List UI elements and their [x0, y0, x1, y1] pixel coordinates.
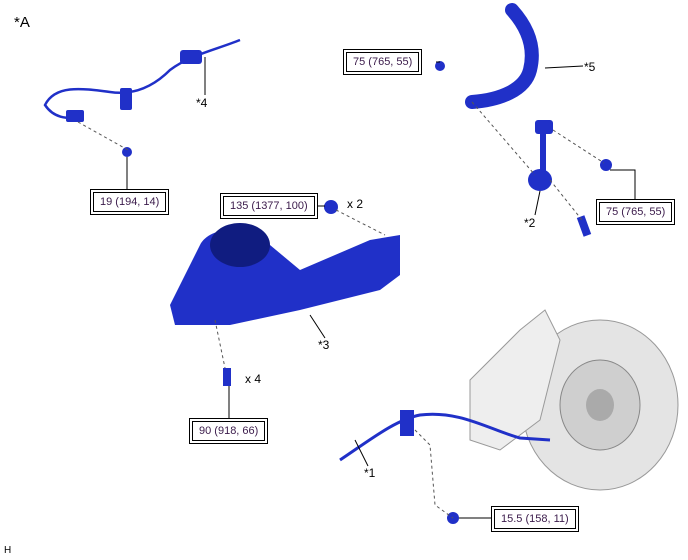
torque-value: 90 (918, 66)	[192, 421, 266, 441]
torque-value: 19 (194, 14)	[93, 192, 167, 212]
harness-bracket	[400, 410, 414, 436]
callout-2: *2	[524, 216, 536, 230]
corner-mark: H	[4, 545, 12, 556]
callout-1: *1	[364, 466, 376, 480]
torque-arm-upper-bolt: 135 (1377, 100)	[220, 193, 318, 219]
quantity-x4: x 4	[245, 372, 262, 386]
brake-harness	[339, 412, 551, 462]
guide-lines	[77, 101, 605, 519]
torque-value: 15.5 (158, 11)	[494, 509, 576, 529]
torque-value: 135 (1377, 100)	[223, 196, 315, 216]
axle-hub-and-disc	[469, 309, 679, 491]
quantity-x2: x 2	[347, 197, 364, 211]
stabilizer-bar	[465, 3, 539, 109]
stabilizer-link	[528, 120, 553, 191]
torque-sensor-bolt: 19 (194, 14)	[90, 189, 170, 215]
torque-link-nut: 75 (765, 55)	[596, 199, 676, 225]
torque-arm-lower-bolt: 90 (918, 66)	[189, 418, 269, 444]
leader-lines	[126, 57, 636, 519]
callout-5: *5	[584, 60, 596, 74]
callout-3: *3	[318, 338, 330, 352]
torque-value: 75 (765, 55)	[346, 52, 420, 72]
torque-stabilizer-nut: 75 (765, 55)	[343, 49, 423, 75]
torque-value: 75 (765, 55)	[599, 202, 673, 222]
sensor-clips	[66, 50, 202, 122]
speed-sensor-harness	[43, 38, 241, 120]
callout-4: *4	[196, 96, 208, 110]
torque-harness-bolt: 15.5 (158, 11)	[491, 506, 579, 532]
trailing-arm	[170, 223, 400, 325]
bolts	[122, 61, 612, 524]
figure-label: *A	[14, 14, 30, 31]
